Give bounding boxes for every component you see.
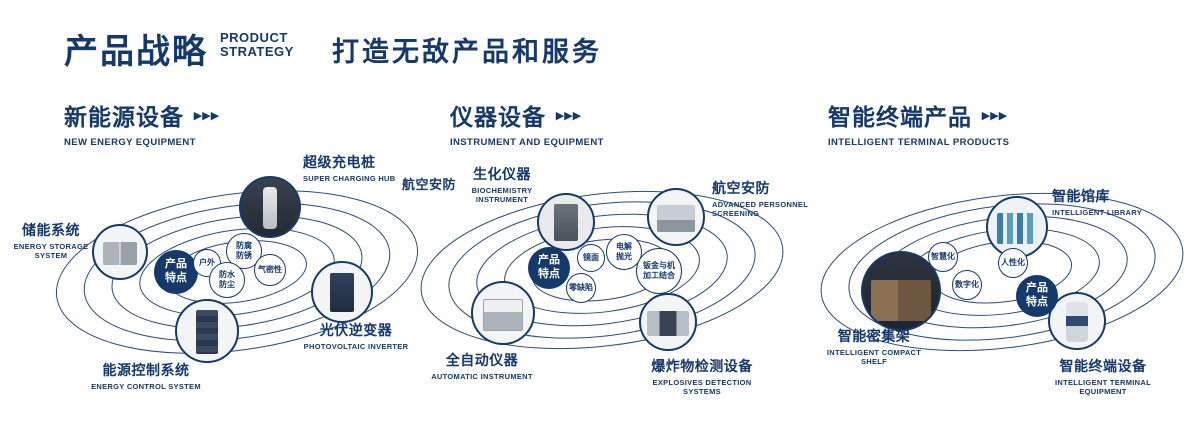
section-subtitle: NEW ENERGY EQUIPMENT — [64, 137, 196, 148]
triple-arrow-icon: ▸▸▸ — [982, 107, 1008, 124]
product-label-energy-storage: 储能系统 ENERGY STORAGE SYSTEM — [13, 222, 89, 261]
feature-tag: 零缺陷 — [566, 273, 596, 303]
page-title: 产品战略 — [64, 33, 208, 71]
product-label-terminal-equipment: 智能终端设备 INTELLIGENT TERMINAL EQUIPMENT — [1055, 358, 1151, 397]
feature-tag: 镜面 — [577, 244, 605, 272]
triple-arrow-icon: ▸▸▸ — [556, 107, 582, 124]
feature-tag: 气密性 — [254, 254, 286, 286]
triple-arrow-icon: ▸▸▸ — [194, 107, 220, 124]
label-aviation-security: 航空安防 — [402, 177, 457, 192]
product-label-super-charging-hub: 超级充电桩 SUPER CHARGING HUB — [303, 154, 396, 183]
product-image-super-charging-hub — [239, 176, 301, 238]
product-label-automatic-instrument: 全自动仪器 AUTOMATIC INSTRUMENT — [431, 352, 533, 381]
tagline: 打造无敌产品和服务 — [332, 37, 602, 67]
section-title: 仪器设备 — [450, 104, 546, 130]
product-image-terminal-equipment — [1048, 292, 1106, 350]
product-label-intelligent-library: 智能馆库 INTELLIGENT LIBRARY — [1052, 188, 1143, 217]
product-image-photovoltaic-inverter — [311, 261, 373, 323]
section-header-new-energy: 新能源设备 ▸▸▸ NEW ENERGY EQUIPMENT — [64, 98, 220, 148]
product-image-energy-storage — [92, 224, 148, 280]
product-label-biochemistry: 生化仪器 BIOCHEMISTRY INSTRUMENT — [471, 166, 533, 205]
section-subtitle: INSTRUMENT AND EQUIPMENT — [450, 137, 604, 148]
page-title-en: PRODUCT STRATEGY — [220, 30, 294, 59]
product-image-intelligent-library — [986, 196, 1048, 258]
product-image-energy-control — [175, 299, 239, 363]
feature-badge: 产品特点 — [528, 247, 570, 289]
feature-badge: 产品特点 — [1016, 275, 1058, 317]
orbits-section-2 — [420, 190, 784, 350]
section-subtitle: INTELLIGENT TERMINAL PRODUCTS — [828, 137, 1010, 148]
product-image-automatic-instrument — [471, 281, 535, 345]
product-image-compact-shelf — [861, 251, 941, 331]
feature-tag: 人性化 — [998, 248, 1028, 278]
feature-badge: 产品特点 — [154, 250, 198, 294]
section-header-intelligent-terminal: 智能终端产品 ▸▸▸ INTELLIGENT TERMINAL PRODUCTS — [828, 98, 1009, 148]
feature-tag: 智慧化 — [928, 242, 958, 272]
feature-tag: 钣金与机加工结合 — [636, 248, 682, 294]
product-label-personnel-screening: 航空安防 ADVANCED PERSONNEL SCREENING — [712, 180, 808, 219]
section-header-instrument: 仪器设备 ▸▸▸ INSTRUMENT AND EQUIPMENT — [450, 98, 604, 148]
feature-tag: 防水防尘 — [209, 262, 245, 298]
product-label-photovoltaic-inverter: 光伏逆变器 PHOTOVOLTAIC INVERTER — [303, 322, 409, 351]
orbits-section-1 — [55, 190, 419, 354]
section-title: 智能终端产品 — [828, 104, 972, 130]
product-image-explosives-detection — [639, 293, 697, 351]
section-title: 新能源设备 — [64, 104, 184, 130]
product-label-energy-control: 能源控制系统 ENERGY CONTROL SYSTEM — [91, 362, 201, 391]
product-image-biochemistry — [537, 193, 595, 251]
brand-block: 产品战略 PRODUCT STRATEGY — [64, 24, 294, 73]
feature-tag: 数字化 — [952, 270, 982, 300]
product-label-compact-shelf: 智能密集架 INTELLIGENT COMPACT SHELF — [826, 328, 922, 367]
product-image-personnel-screening — [647, 188, 705, 246]
product-label-explosives-detection: 爆炸物检测设备 EXPLOSIVES DETECTION SYSTEMS — [651, 358, 753, 397]
